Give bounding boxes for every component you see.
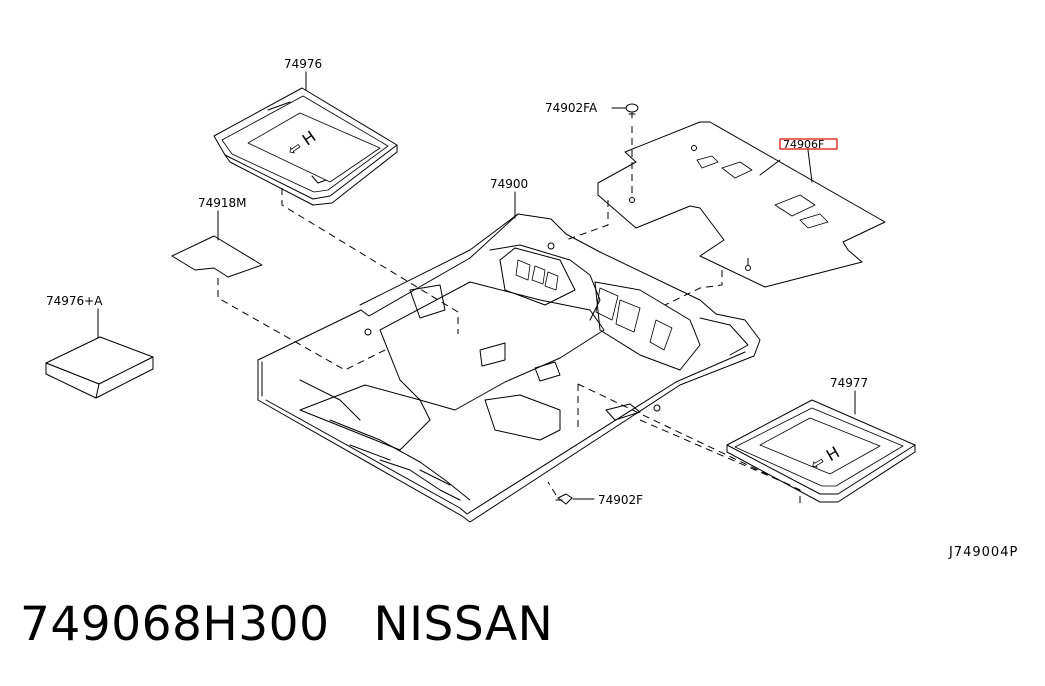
diagram-code: J749004P	[948, 545, 1018, 560]
highlight-box	[779, 138, 838, 150]
pad-74976a-shape	[45, 336, 154, 399]
mat-74977-shape: ⇦ H	[726, 399, 916, 503]
mat-74976-shape: ⇦ H	[213, 87, 398, 206]
part-number: 749068H300	[20, 597, 330, 652]
label-74976a: 74976+A	[46, 294, 103, 308]
label-74918m: 74918M	[198, 196, 247, 210]
clip-74902f-icon	[555, 493, 573, 505]
footer-title: 749068H300 NISSAN	[20, 597, 553, 652]
label-74906f: 74906F	[783, 138, 824, 151]
label-74902f: 74902F	[598, 493, 643, 507]
floor-carpet-shape	[257, 213, 761, 523]
rear-carpet-shape	[597, 121, 886, 288]
clip-74902fa-icon	[625, 103, 639, 119]
label-74977: 74977	[830, 376, 868, 390]
mat-74918m-shape	[171, 235, 263, 278]
dashed-leaders	[217, 126, 801, 505]
label-74902fa: 74902FA	[545, 101, 598, 115]
label-74976: 74976	[284, 57, 322, 71]
label-74900: 74900	[490, 177, 528, 191]
brand-name: NISSAN	[373, 597, 554, 652]
